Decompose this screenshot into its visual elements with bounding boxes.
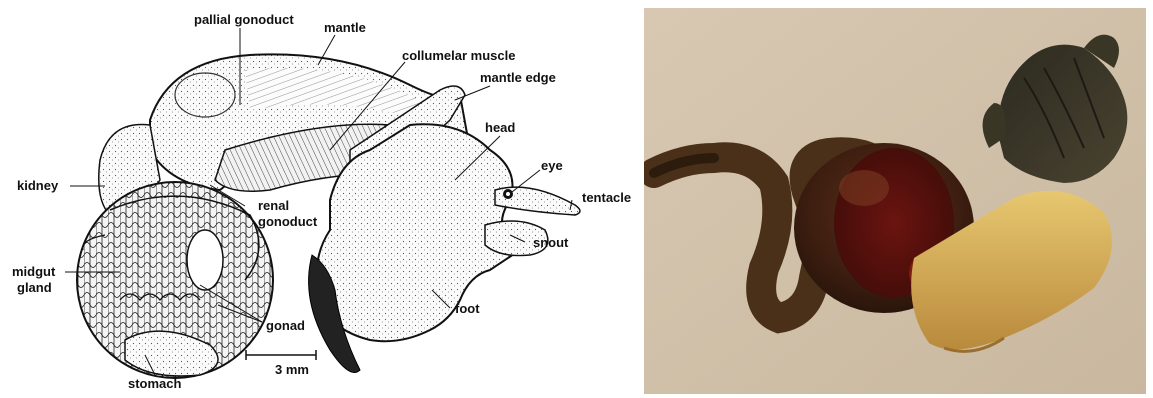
label-gonad: gonad: [266, 318, 305, 333]
label-pallial-gonoduct: pallial gonoduct: [194, 12, 294, 27]
label-mantle: mantle: [324, 20, 366, 35]
anatomy-drawing: 3 mm pallial gonoduct mantle collumelar …: [0, 0, 640, 398]
scale-bar-label: 3 mm: [275, 362, 309, 377]
specimen-photo: [644, 8, 1146, 394]
label-gland: gland: [17, 280, 52, 295]
label-head: head: [485, 120, 515, 135]
label-eye: eye: [541, 158, 563, 173]
label-kidney: kidney: [17, 178, 59, 193]
label-stomach: stomach: [128, 376, 182, 391]
label-collumelar-muscle: collumelar muscle: [402, 48, 515, 63]
label-gonoduct: gonoduct: [258, 214, 318, 229]
label-tentacle: tentacle: [582, 190, 631, 205]
label-midgut: midgut: [12, 264, 56, 279]
label-snout: snout: [533, 235, 569, 250]
scale-bar: 3 mm: [246, 350, 316, 377]
label-renal: renal: [258, 198, 289, 213]
label-mantle-edge: mantle edge: [480, 70, 556, 85]
label-foot: foot: [455, 301, 480, 316]
